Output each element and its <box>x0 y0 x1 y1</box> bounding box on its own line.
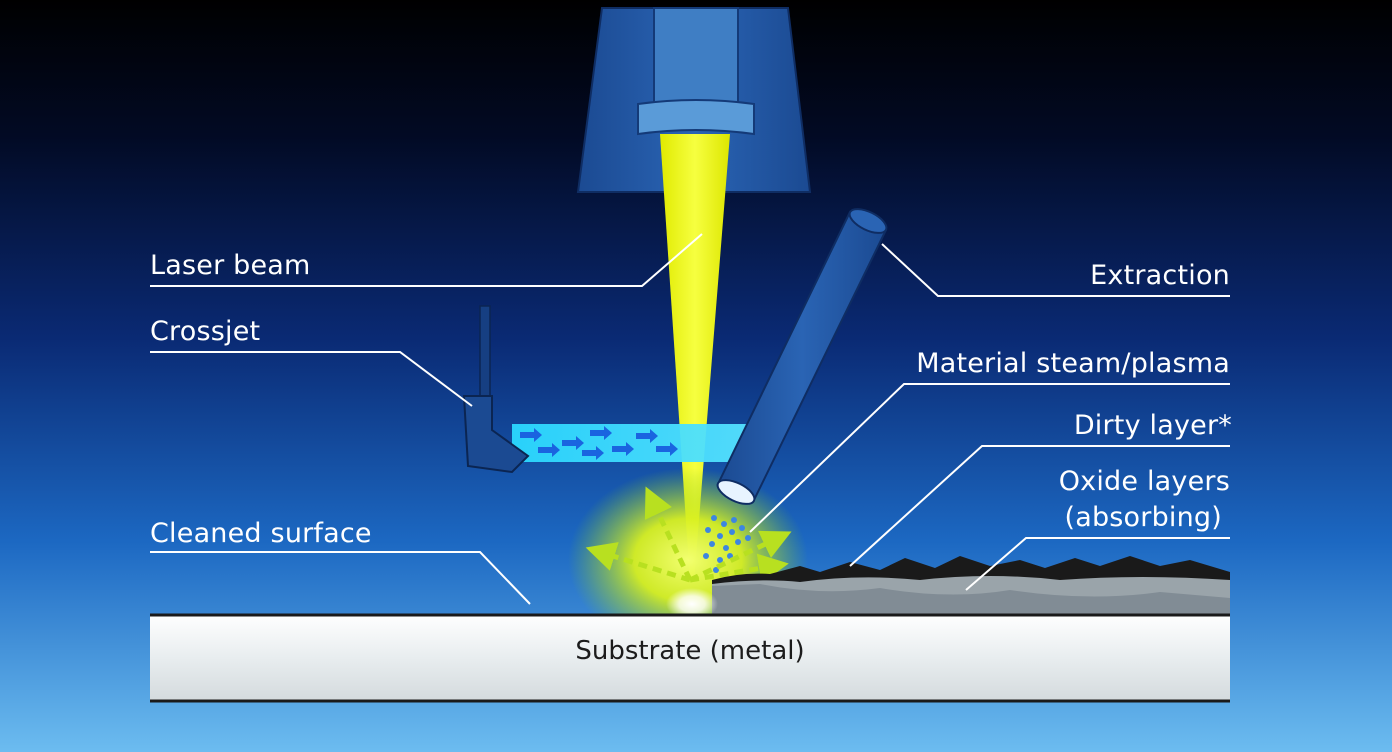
extraction-leader <box>881 243 1230 297</box>
extraction-label: Extraction <box>1090 260 1230 291</box>
crossjet-stream <box>512 424 768 462</box>
dirty-layer-label: Dirty layer* <box>1073 410 1232 441</box>
oxide-layers-label: Oxide layers <box>1058 466 1230 497</box>
oxide-layers-sublabel: (absorbing) <box>1064 502 1222 533</box>
extraction-tube <box>716 208 888 505</box>
surface-layers <box>712 556 1230 616</box>
ejection-arrows <box>585 486 792 584</box>
plasma-particles <box>703 515 751 573</box>
laser-head <box>576 7 812 193</box>
crossjet-label: Crossjet <box>150 316 261 347</box>
laser-beam-leader <box>150 233 703 287</box>
hot-spot <box>666 588 718 620</box>
laser-beam-label: Laser beam <box>150 250 311 281</box>
cleaned-surface-leader <box>150 551 531 605</box>
cleaned-surface-label: Cleaned surface <box>150 518 372 549</box>
material-steam-label: Material steam/plasma <box>916 348 1230 379</box>
dirty-layer <box>712 556 1230 584</box>
crossjet-leader <box>150 351 473 407</box>
crossjet-nozzle <box>462 305 530 474</box>
oxide-layers-leader <box>965 537 1230 591</box>
substrate <box>150 613 1230 703</box>
crossjet-arrows <box>520 426 678 460</box>
material-steam-leader <box>749 383 1230 533</box>
substrate-label: Substrate (metal) <box>575 636 805 666</box>
dirty-layer-leader <box>849 445 1230 567</box>
leader-lines <box>150 233 1230 605</box>
laser-beam <box>660 134 730 582</box>
